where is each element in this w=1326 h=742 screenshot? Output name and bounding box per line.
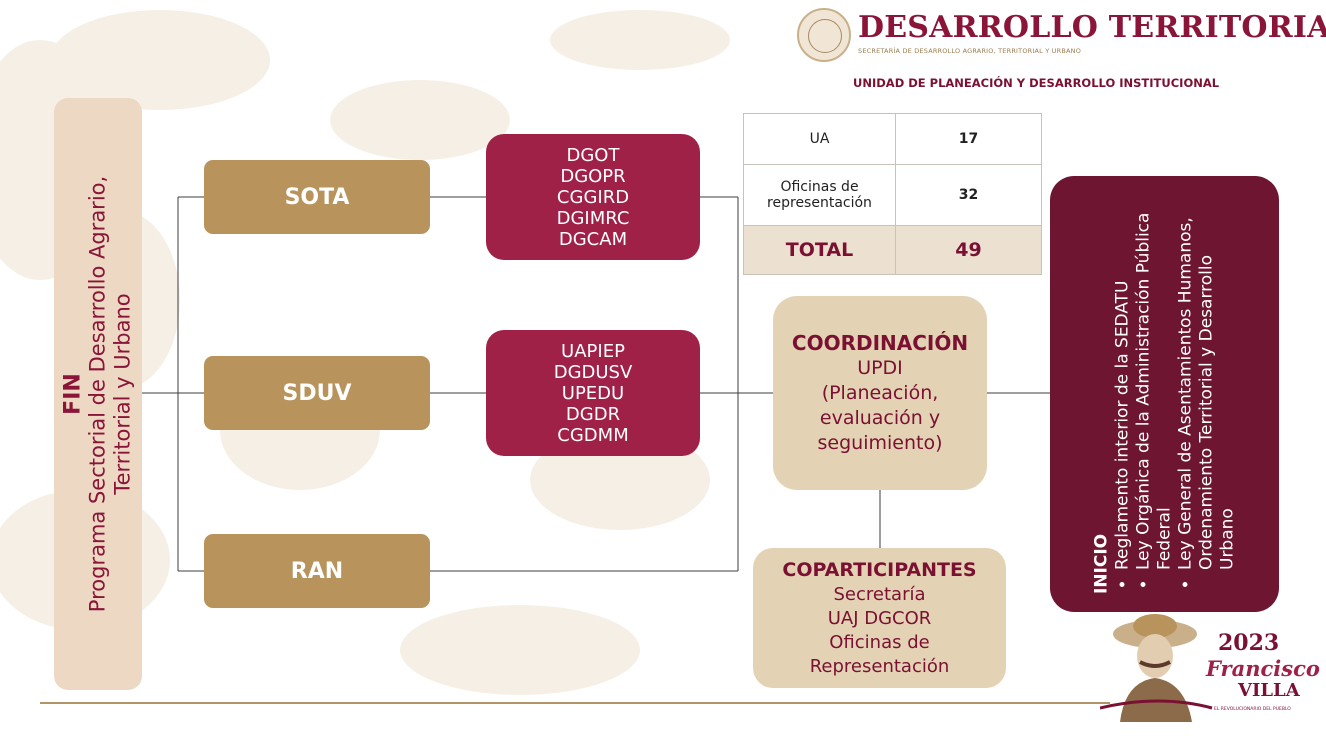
branch-sota: SOTA bbox=[204, 160, 430, 234]
table-total-label: TOTAL bbox=[743, 225, 896, 275]
unit-item: DGOT bbox=[566, 144, 620, 166]
list-item: Ley Orgánica de la Administración Públic… bbox=[1133, 194, 1175, 570]
sduv-units-box: UAPIEP DGDUSV UPEDU DGDR CGDMM bbox=[486, 330, 700, 456]
unit-item: DGDR bbox=[565, 403, 621, 425]
fin-title: FIN bbox=[60, 373, 86, 415]
unit-item: UAPIEP bbox=[561, 340, 625, 362]
table-cell-label: UA bbox=[743, 113, 896, 165]
table-cell-value: 32 bbox=[895, 164, 1042, 226]
coparticipants-line: Representación bbox=[809, 655, 950, 677]
fin-text: Programa Sectorial de Desarrollo Agrario… bbox=[85, 175, 135, 613]
coparticipants-title: COPARTICIPANTES bbox=[782, 558, 977, 581]
unit-item: DGOPR bbox=[560, 165, 626, 187]
table-row: UA 17 bbox=[743, 113, 1042, 165]
sota-units-box: DGOT DGOPR CGGIRD DGIMRC DGCAM bbox=[486, 134, 700, 260]
national-seal-icon bbox=[797, 8, 851, 62]
unit-label: UNIDAD DE PLANEACIÓN Y DESARROLLO INSTIT… bbox=[853, 76, 1220, 90]
inicio-list: Reglamento interior de la SEDATU Ley Org… bbox=[1112, 194, 1238, 594]
inicio-panel: INICIO Reglamento interior de la SEDATU … bbox=[1050, 176, 1279, 612]
coordination-box: COORDINACIÓN UPDI (Planeación, evaluació… bbox=[773, 296, 987, 490]
table-row: Oficinas de representación 32 bbox=[743, 164, 1042, 226]
unit-item: UPEDU bbox=[561, 382, 625, 404]
branch-ran: RAN bbox=[204, 534, 430, 608]
table-cell-value: 17 bbox=[895, 113, 1042, 165]
coparticipants-line: Secretaría bbox=[833, 583, 926, 605]
list-item: Ley General de Asentamientos Humanos, Or… bbox=[1175, 194, 1238, 570]
bottom-divider bbox=[40, 702, 1110, 704]
logo-surname: VILLA bbox=[1238, 680, 1300, 701]
brand-title: DESARROLLO TERRITORIAL bbox=[858, 10, 1326, 45]
coordination-title: COORDINACIÓN bbox=[791, 331, 969, 355]
coparticipants-line: UAJ DGCOR bbox=[827, 607, 932, 629]
unit-item: DGIMRC bbox=[556, 207, 630, 229]
coordination-line: seguimiento) bbox=[817, 432, 943, 454]
unit-item: DGDUSV bbox=[553, 361, 633, 383]
unit-item: DGCAM bbox=[558, 228, 628, 250]
summary-table: UA 17 Oficinas de representación 32 TOTA… bbox=[743, 113, 1042, 275]
coordination-line: UPDI bbox=[857, 357, 903, 379]
table-cell-label: Oficinas de representación bbox=[743, 164, 896, 226]
unit-item: CGDMM bbox=[557, 424, 629, 446]
coparticipants-line: Oficinas de bbox=[829, 631, 930, 653]
fin-panel: FIN Programa Sectorial de Desarrollo Agr… bbox=[54, 98, 142, 690]
coordination-line: evaluación y bbox=[819, 407, 941, 429]
logo-name: Francisco bbox=[1206, 656, 1320, 681]
coordination-line: (Planeación, bbox=[821, 382, 939, 404]
branch-sduv: SDUV bbox=[204, 356, 430, 430]
francisco-villa-portrait-icon bbox=[1100, 614, 1213, 722]
inicio-title: INICIO bbox=[1091, 533, 1111, 594]
brand-subtitle: SECRETARÍA DE DESARROLLO AGRARIO, TERRIT… bbox=[858, 47, 1082, 55]
logo-year: 2023 bbox=[1218, 630, 1280, 656]
logo-tagline: EL REVOLUCIONARIO DEL PUEBLO bbox=[1214, 707, 1291, 712]
table-total-value: 49 bbox=[895, 225, 1042, 275]
table-total-row: TOTAL 49 bbox=[743, 225, 1042, 275]
unit-item: CGGIRD bbox=[556, 186, 630, 208]
coparticipants-box: COPARTICIPANTES Secretaría UAJ DGCOR Ofi… bbox=[753, 548, 1006, 688]
list-item: Reglamento interior de la SEDATU bbox=[1112, 194, 1133, 571]
